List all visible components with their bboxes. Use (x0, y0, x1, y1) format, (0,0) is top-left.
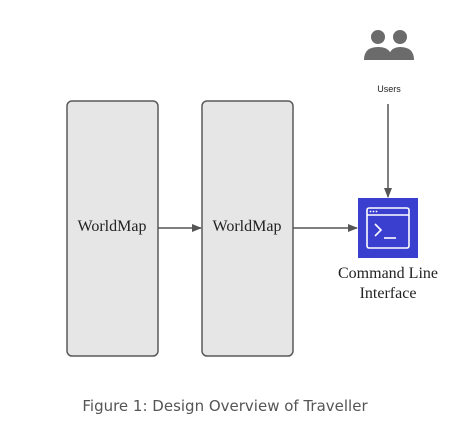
users-icon (364, 30, 414, 60)
worldmap-label-2: WorldMap (213, 218, 282, 235)
terminal-icon (366, 207, 410, 249)
figure-caption: Figure 1: Design Overview of Traveller (82, 397, 368, 415)
worldmap-label-1: WorldMap (78, 218, 147, 235)
worldmap-node-2: WorldMap (201, 100, 294, 357)
cli-label-line1: Command Line (338, 265, 438, 282)
cli-node: Command Line Interface (338, 198, 438, 302)
cli-label-line2: Interface (360, 285, 417, 302)
users-node: Users (364, 30, 414, 94)
worldmap-node-1: WorldMap (66, 100, 159, 357)
users-label: Users (377, 84, 401, 94)
